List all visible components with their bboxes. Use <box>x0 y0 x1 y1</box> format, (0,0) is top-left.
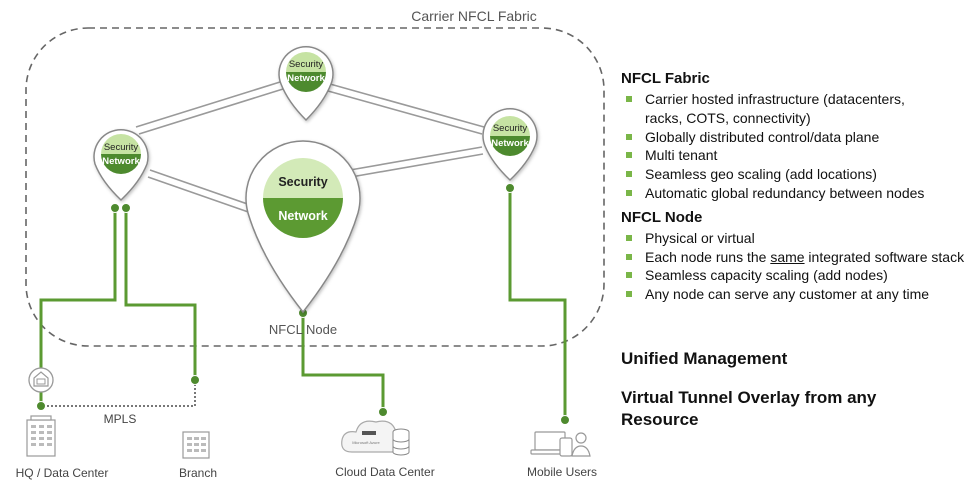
hq-building-icon <box>26 415 56 457</box>
cloud-datacenter-icon: Microsoft Azure <box>341 420 410 456</box>
nfcl-node-title: NFCL Node <box>621 208 703 226</box>
nfcl-fabric-item-continuation: racks, COTS, connectivity) <box>645 109 811 126</box>
virtual-tunnel-heading: Virtual Tunnel Overlay from any Resource <box>621 387 876 431</box>
svg-text:Microsoft Azure: Microsoft Azure <box>352 440 380 445</box>
node-left-security-label: Security <box>104 142 139 153</box>
nfcl-fabric-item: Globally distributed control/data plane <box>621 128 971 147</box>
fabric-label: Carrier NFCL Fabric <box>411 8 537 24</box>
nfcl-fabric-title: NFCL Fabric <box>621 70 710 87</box>
nfcl-fabric-item: Carrier hosted infrastructure (datacente… <box>621 90 971 109</box>
unified-management-heading: Unified Management <box>621 349 788 368</box>
node-center-network-label: Network <box>278 209 327 223</box>
network-diagram: Carrier NFCL Fabric MPLS Security Networ… <box>16 8 605 480</box>
node-left-network-label: Network <box>102 156 140 167</box>
nfcl-node-caption: NFCL Node <box>269 322 337 337</box>
nfcl-node-item: Seamless capacity scaling (add nodes) <box>621 266 971 285</box>
nfcl-node-list: Physical or virtual Each node runs the s… <box>621 229 971 304</box>
mobile-label: Mobile Users <box>527 465 597 479</box>
wire-dots <box>36 183 570 425</box>
security-network-node-center <box>245 140 361 314</box>
stack-text-after: integrated software stack <box>804 248 965 265</box>
node-right-network-label: Network <box>491 138 529 149</box>
virtual-tunnel-line2: Resource <box>621 410 699 429</box>
mobile-users-icon <box>530 431 591 457</box>
branch-label: Branch <box>179 466 217 480</box>
security-network-node-right <box>482 108 538 182</box>
security-network-node-top <box>278 46 334 122</box>
node-right-security-label: Security <box>493 123 528 134</box>
node-top-security-label: Security <box>289 59 324 70</box>
virtual-tunnel-line1: Virtual Tunnel Overlay from any <box>621 388 877 407</box>
nfcl-fabric-item: Automatic global redundancy between node… <box>621 184 971 203</box>
router-icon <box>28 367 54 393</box>
nfcl-node-item: Any node can serve any customer at any t… <box>621 285 971 304</box>
fabric-boundary <box>25 27 605 347</box>
hq-label: HQ / Data Center <box>16 466 109 480</box>
nfcl-node-item: Physical or virtual <box>621 229 971 248</box>
info-panel: NFCL Fabric Carrier hosted infrastructur… <box>621 70 971 310</box>
nfcl-fabric-list: Carrier hosted infrastructure (datacente… <box>621 90 971 203</box>
branch-building-icon <box>182 431 210 459</box>
nfcl-fabric-item: Multi tenant <box>621 146 971 165</box>
node-top-network-label: Network <box>287 73 325 84</box>
nfcl-fabric-item: Seamless geo scaling (add locations) <box>621 165 971 184</box>
cloud-label: Cloud Data Center <box>335 465 434 479</box>
node-center-security-label: Security <box>278 175 327 189</box>
security-network-node-left <box>93 129 149 202</box>
mpls-link <box>43 382 196 407</box>
fabric-links <box>135 81 485 215</box>
mpls-label: MPLS <box>104 412 137 426</box>
nfcl-node-item-stack: Each node runs the same integrated softw… <box>621 248 971 267</box>
access-wires <box>39 188 567 420</box>
stack-text-emphasis: same <box>770 248 805 265</box>
stack-text-before: Each node runs the <box>645 248 771 265</box>
